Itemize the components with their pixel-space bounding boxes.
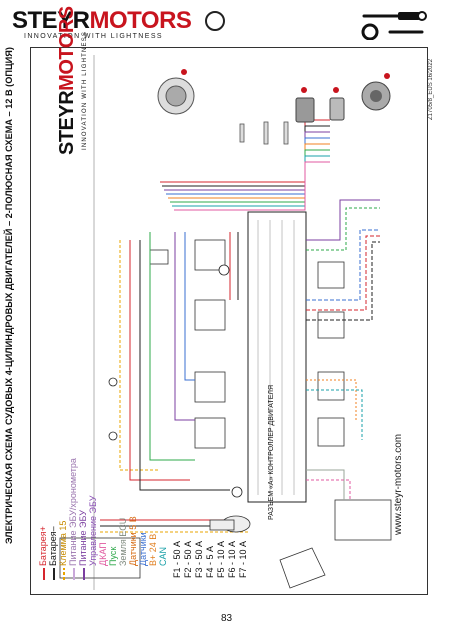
brand-tagline: INNOVATION WITH LIGHTNESS	[24, 33, 163, 40]
fuse-item: F6 - 10 А	[227, 540, 237, 578]
sensor-probe-3	[239, 123, 245, 143]
relay-z3	[317, 311, 345, 339]
legend-item: Пуск	[108, 546, 118, 566]
legend-item: Батарея+	[38, 526, 48, 566]
starter-motor	[209, 515, 251, 533]
relay-z4	[317, 261, 345, 289]
fuse-item: F2 - 50 А	[183, 540, 193, 578]
legend-item: ДКАП	[98, 542, 108, 566]
legend-item: Датчики	[138, 532, 148, 566]
legend-item: B+ 24 В	[148, 533, 158, 566]
legend-item: Батарея–	[48, 526, 58, 566]
fuse-item: F1 - 50 А	[172, 540, 182, 578]
fuse-item: F3 - 50 А	[194, 540, 204, 578]
relay-aux	[194, 239, 226, 271]
fuse-item: F7 - 10 А	[238, 540, 248, 578]
legend-item: Управление ЭБУ	[88, 495, 98, 566]
legend-item: Земля ECU	[118, 517, 128, 566]
brand-logo: STEYRMOTORS	[12, 7, 192, 34]
wiring-diagram-sheet	[30, 47, 428, 595]
fuse-item: F4 - 5 А	[205, 545, 215, 578]
fuse-item: F5 - 10 А	[216, 540, 226, 578]
tools-icon	[361, 11, 427, 40]
relay-z1	[317, 417, 345, 447]
motor-symbol	[218, 264, 230, 276]
page-header: STEYRMOTORS INNOVATION WITH LIGHTNESS	[0, 0, 453, 46]
sensor-probe-2	[283, 121, 289, 145]
battery-symbol	[279, 547, 326, 589]
legend-item: Питание ЭБУ	[78, 510, 88, 566]
side-brand-logo: STEYRMOTORS	[56, 6, 78, 155]
legend-item: CAN	[158, 546, 168, 566]
relay-glow	[194, 299, 226, 331]
side-brand-tagline: INNOVATION WITH LIGHTNESS	[82, 30, 88, 150]
switch-symbol	[108, 431, 118, 441]
document-id: Z1705/8_EUS 16/2022	[428, 58, 434, 120]
alternator-symbol	[231, 486, 243, 498]
sensor-probe-1	[263, 121, 269, 145]
sensor-connectors	[157, 69, 391, 123]
relay-z2	[317, 371, 345, 401]
panel-box	[334, 499, 392, 541]
legend-item: Клемма 15	[58, 520, 68, 566]
ecu-connector-label: РАЗЪЕМ «А» КОНТРОЛЛЕР ДВИГАТЕЛЯ	[268, 384, 275, 520]
globe-icon	[205, 11, 225, 31]
page-number: 83	[220, 613, 233, 624]
relay-main	[194, 371, 226, 403]
relay-start	[194, 417, 226, 449]
battery-panel	[59, 537, 141, 579]
legend-item: Питание ЭБУ/хронометра	[68, 458, 78, 566]
switch2-symbol	[108, 377, 118, 387]
ecu-connector-box	[247, 211, 307, 503]
legend-item: Датчики 5 В	[128, 516, 138, 566]
website-url: www.steyr-motors.com	[393, 433, 404, 535]
